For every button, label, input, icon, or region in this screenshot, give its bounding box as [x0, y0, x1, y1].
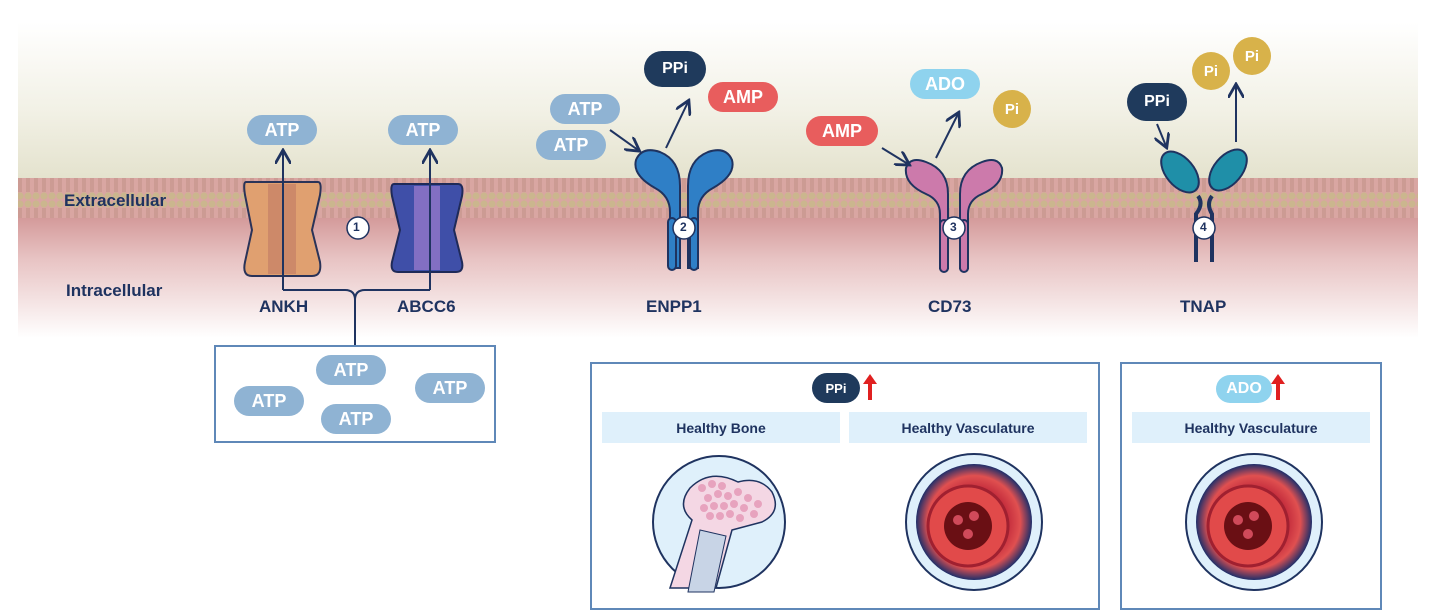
ppi-increase-arrow	[863, 374, 877, 400]
panel-ppi-badge: PPi	[812, 373, 860, 403]
step-2-number: 2	[680, 220, 687, 234]
enpp1-enzyme	[634, 149, 734, 271]
intracellular-label: Intracellular	[66, 281, 163, 300]
bone-illustration	[652, 455, 786, 593]
cd73-label: CD73	[928, 297, 972, 316]
vasculature-illustration-2	[1185, 453, 1323, 591]
enpp1-substrate-atp: ATP	[550, 94, 620, 124]
pool-atp: ATP	[321, 404, 391, 434]
pool-atp: ATP	[415, 373, 485, 403]
healthy-vasculature-header: Healthy Vasculature	[1132, 412, 1370, 443]
pool-atp: ATP	[316, 355, 386, 385]
extracellular-label: Extracellular	[64, 191, 167, 210]
tnap-product-pi: Pi	[1233, 37, 1271, 75]
step-2-marker	[672, 216, 696, 240]
step-4-number: 4	[1200, 220, 1207, 234]
enpp1-substrate-atp: ATP	[536, 130, 606, 160]
step-3-marker	[942, 216, 966, 240]
exported-atp-abcc6: ATP	[388, 115, 458, 145]
ado-increase-arrow	[1271, 374, 1285, 400]
cd73-substrate-amp: AMP	[806, 116, 878, 146]
exported-atp-ankh: ATP	[247, 115, 317, 145]
tnap-enzyme	[1160, 148, 1248, 262]
step-1-marker	[346, 216, 370, 240]
abcc6-transporter	[390, 183, 464, 273]
tnap-product-pi: Pi	[1192, 52, 1230, 90]
enpp1-product-ppi: PPi	[644, 51, 706, 87]
pool-atp: ATP	[234, 386, 304, 416]
cd73-product-pi: Pi	[993, 90, 1031, 128]
vasculature-illustration-1	[905, 453, 1043, 591]
step-4-marker	[1192, 216, 1216, 240]
step-1-number: 1	[353, 220, 360, 234]
abcc6-label: ABCC6	[397, 297, 456, 316]
healthy-vasculature-header: Healthy Vasculature	[849, 412, 1087, 443]
tnap-substrate-ppi: PPi	[1127, 83, 1187, 121]
tnap-label: TNAP	[1180, 297, 1227, 316]
panel-ado-badge: ADO	[1216, 375, 1272, 403]
enpp1-label: ENPP1	[646, 297, 702, 316]
ankh-label: ANKH	[259, 297, 309, 316]
enpp1-product-amp: AMP	[708, 82, 778, 112]
cd73-product-ado: ADO	[910, 69, 980, 99]
healthy-bone-header: Healthy Bone	[602, 412, 840, 443]
step-3-number: 3	[950, 220, 957, 234]
